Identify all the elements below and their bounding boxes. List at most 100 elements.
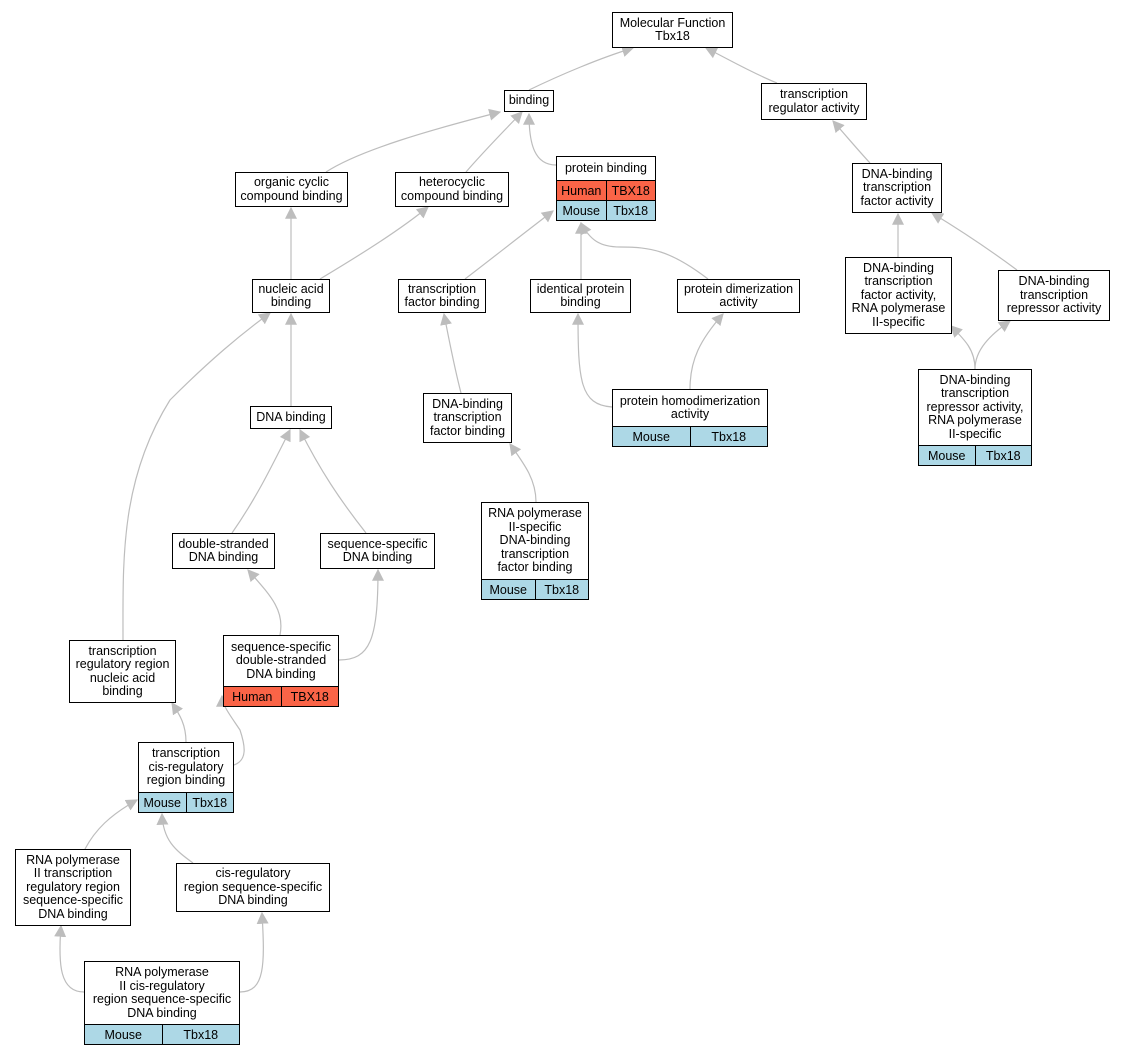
annotation-row-mouse: Mouse Tbx18 <box>85 1024 239 1044</box>
edge-pda-to-pb <box>580 221 709 280</box>
go-term-node-dnab[interactable]: DNA binding <box>250 406 332 429</box>
edge-ssdsdb-to-ssdb <box>338 568 384 661</box>
go-term-label: transcription factor binding <box>404 281 480 309</box>
go-term-node-dbtfa[interactable]: DNA-binding transcription factor activit… <box>852 163 942 213</box>
go-term-label: DNA-binding transcription factor activit… <box>860 166 934 208</box>
go-term-node-ipb[interactable]: identical protein binding <box>530 279 631 313</box>
go-term-node-rnap2trrssdb[interactable]: RNA polymerase II transcription regulato… <box>15 849 131 926</box>
annotation-gene: TBX18 <box>290 689 329 704</box>
go-term-node-nab[interactable]: nucleic acid binding <box>252 279 330 313</box>
go-term-node-tfb[interactable]: transcription factor binding <box>398 279 486 313</box>
go-term-node-binding[interactable]: binding <box>504 90 554 112</box>
annotation-species: Mouse <box>557 201 607 220</box>
edge-trrnab-to-nab <box>122 312 271 641</box>
annotation-gene: Tbx18 <box>544 582 580 597</box>
annotation-row-mouse: Mouse Tbx18 <box>482 579 588 599</box>
go-term-node-pda[interactable]: protein dimerization activity <box>677 279 800 313</box>
edges-layer <box>54 45 1018 993</box>
edge-rnap2crrssdb-to-rnap2trrssdb <box>54 924 85 993</box>
annotation-species: Human <box>224 687 282 706</box>
go-term-label: RNA polymerase II transcription regulato… <box>22 852 124 921</box>
go-term-node-trrnab[interactable]: transcription regulatory region nucleic … <box>69 640 176 703</box>
annotation-row-mouse: Mouse Tbx18 <box>139 792 233 812</box>
go-term-node-tra[interactable]: transcription regulator activity <box>761 83 867 120</box>
go-term-node-dsdb[interactable]: double-stranded DNA binding <box>172 533 275 569</box>
annotation-row-mouse: Mouse Tbx18 <box>613 426 767 446</box>
edge-tfb-to-pb <box>464 210 554 280</box>
annotation-row-mouse: Mouse Tbx18 <box>919 445 1031 465</box>
go-term-label: organic cyclic compound binding <box>240 175 343 203</box>
go-term-node-rnap2dbtfb[interactable]: RNA polymerase II-specific DNA-binding t… <box>481 502 589 600</box>
go-term-label: DNA-binding transcription repressor acti… <box>926 372 1024 441</box>
edge-dbtfa-to-tra <box>832 120 871 164</box>
go-term-node-hcb[interactable]: heterocyclic compound binding <box>395 172 509 207</box>
go-term-label: transcription regulatory region nucleic … <box>75 643 170 698</box>
edge-crrssdb-to-tcrrb <box>156 812 194 864</box>
edge-occb-to-binding <box>325 108 502 173</box>
edge-dbtfb-to-tfb <box>440 312 462 394</box>
go-term-label: binding <box>508 93 550 108</box>
edge-ssdb-to-dnab <box>299 428 367 534</box>
go-term-label: sequence-specific double-stranded DNA bi… <box>230 639 332 681</box>
go-term-label: nucleic acid binding <box>258 281 324 309</box>
go-term-label: sequence-specific DNA binding <box>327 536 428 564</box>
go-term-node-occb[interactable]: organic cyclic compound binding <box>235 172 348 207</box>
go-term-label: DNA-binding transcription factor activit… <box>851 260 946 329</box>
go-term-label: double-stranded DNA binding <box>178 536 269 564</box>
edge-hcb-to-binding <box>465 111 523 173</box>
go-term-node-ssdsdb[interactable]: sequence-specific double-stranded DNA bi… <box>223 635 339 707</box>
edge-dbtra-to-dbtfa <box>930 212 1018 271</box>
annotation-species: Mouse <box>919 446 976 465</box>
go-term-label: protein binding <box>564 160 647 175</box>
go-term-node-dbtfb[interactable]: DNA-binding transcription factor binding <box>423 393 512 443</box>
go-term-label: transcription regulator activity <box>768 87 860 115</box>
annotation-gene: Tbx18 <box>192 795 228 810</box>
annotation-gene: Tbx18 <box>711 429 747 444</box>
edge-rnap2crrssdb-to-crrssdb <box>239 911 269 993</box>
edge-phda-to-pda <box>689 313 724 390</box>
go-term-label: protein homodimerization activity <box>619 393 761 421</box>
go-term-node-ssdb[interactable]: sequence-specific DNA binding <box>320 533 435 569</box>
annotation-row-human: Human TBX18 <box>224 686 338 706</box>
go-term-label: heterocyclic compound binding <box>400 175 504 203</box>
go-term-label: RNA polymerase II-specific DNA-binding t… <box>488 506 582 575</box>
go-term-node-crrssdb[interactable]: cis-regulatory region sequence-specific … <box>176 863 330 912</box>
edge-phda-to-ipb <box>572 312 613 408</box>
edge-tra-to-mf <box>704 47 778 84</box>
annotation-species: Human <box>557 181 607 200</box>
go-term-label: transcription cis-regulatory region bind… <box>146 746 226 788</box>
go-term-node-rnap2crrssdb[interactable]: RNA polymerase II cis-regulatory region … <box>84 961 240 1045</box>
annotation-gene: TBX18 <box>611 183 650 198</box>
edge-dbtra2-to-dbtfa2 <box>950 325 976 370</box>
go-term-node-mf[interactable]: Molecular Function Tbx18 <box>612 12 733 48</box>
go-term-label: DNA-binding transcription repressor acti… <box>1006 274 1102 316</box>
go-term-node-dbtfa2[interactable]: DNA-binding transcription factor activit… <box>845 257 952 334</box>
edge-rnap2dbtfb-to-dbtfb <box>509 443 537 503</box>
go-term-label: identical protein binding <box>536 281 625 309</box>
go-term-node-dbtra[interactable]: DNA-binding transcription repressor acti… <box>998 270 1110 321</box>
edge-rnap2trrssdb-to-tcrrb <box>84 799 139 850</box>
go-term-label: DNA-binding transcription factor binding <box>429 396 506 438</box>
annotation-row-human: Human TBX18 <box>557 180 655 200</box>
go-term-label: Molecular Function Tbx18 <box>619 15 726 43</box>
annotation-gene: Tbx18 <box>985 448 1021 463</box>
go-term-label: RNA polymerase II cis-regulatory region … <box>92 965 232 1020</box>
edge-binding-to-mf <box>528 45 635 91</box>
edge-dbtra2-to-dbtra <box>974 320 1011 370</box>
annotation-gene: Tbx18 <box>183 1027 219 1042</box>
edge-nab-to-hcb <box>319 206 429 280</box>
annotation-species: Mouse <box>139 793 187 812</box>
go-term-node-tcrrb[interactable]: transcription cis-regulatory region bind… <box>138 742 234 813</box>
annotation-species: Mouse <box>85 1025 163 1044</box>
go-term-label: cis-regulatory region sequence-specific … <box>183 866 323 908</box>
go-term-label: protein dimerization activity <box>683 281 794 309</box>
go-term-node-dbtra2[interactable]: DNA-binding transcription repressor acti… <box>918 369 1032 466</box>
edge-tcrrb-to-trrnab <box>171 702 187 743</box>
annotation-species: Mouse <box>613 427 691 446</box>
edge-dsdb-to-dnab <box>231 428 291 534</box>
annotation-species: Mouse <box>482 580 536 599</box>
